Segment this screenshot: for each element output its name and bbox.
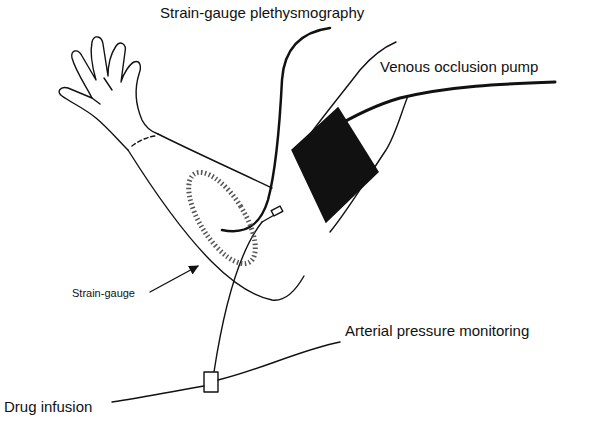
- leader-arrow: [150, 266, 198, 292]
- pressure-line: [218, 342, 340, 380]
- infusion-label: Drug infusion: [4, 398, 92, 415]
- three-way-connector: [204, 372, 218, 392]
- forearm-outline: [128, 150, 304, 300]
- finger-line: [92, 78, 112, 104]
- pump-label: Venous occlusion pump: [380, 58, 538, 75]
- wrist-line: [132, 136, 156, 146]
- occlusion-cuff: [292, 108, 378, 222]
- pressure-label: Arterial pressure monitoring: [345, 322, 529, 339]
- strain-gauge-band: [176, 162, 268, 274]
- gauge-pointer-label: Strain-gauge: [72, 287, 135, 300]
- gauge-label: Strain-gauge plethysmography: [160, 4, 364, 21]
- infusion-line: [112, 386, 204, 402]
- hand-outline: [59, 37, 158, 150]
- pump-tube: [330, 82, 555, 130]
- catheter-hub: [271, 206, 283, 216]
